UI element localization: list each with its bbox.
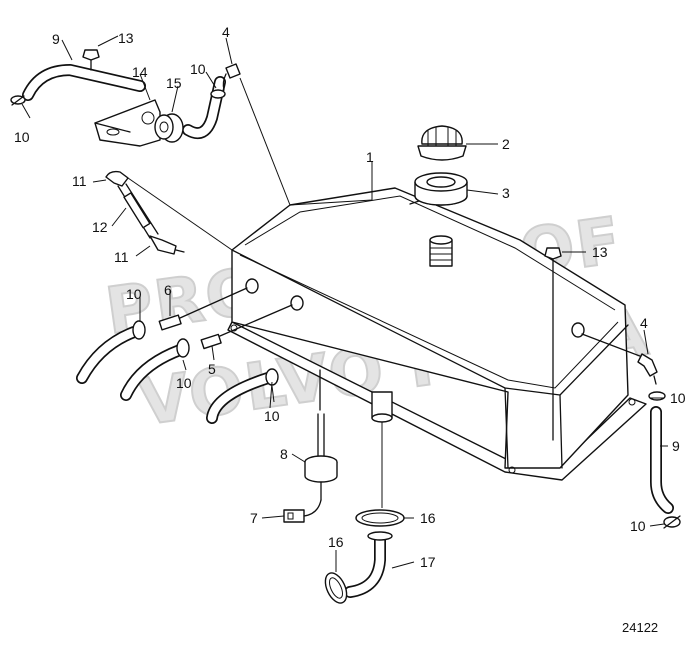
hose-clamp [210,89,226,99]
callout-10-right1: 10 [670,390,686,406]
base-hole [508,466,516,474]
vent-hose-top [22,64,226,139]
tank-port [571,322,585,338]
mounting-bracket [94,99,161,147]
filler-cap [417,125,467,161]
callout-7: 7 [250,510,258,526]
fuel-line-assembly [105,170,185,255]
callout-13-right: 13 [592,244,608,260]
callout-11-bottom: 11 [114,249,129,265]
hose-nipple-5 [200,304,293,350]
callout-9-top: 9 [52,31,60,47]
callout-16-left: 16 [328,534,344,550]
callout-4-right: 4 [640,315,648,331]
callout-17: 17 [420,554,436,570]
callout-4-top: 4 [222,24,230,40]
hose-clamp [10,95,26,106]
callout-9-right: 9 [672,438,680,454]
fuel-tank [227,187,647,481]
callout-10-left3: 10 [264,408,280,424]
callout-15: 15 [166,75,182,91]
return-hose-1 [76,326,140,384]
callout-10-left2: 10 [176,375,192,391]
callout-6: 6 [164,282,172,298]
hose-clamp-16-bottom [324,572,348,604]
elbow-fitting-top [222,63,241,91]
vent-hose-right [650,406,674,514]
hose-clamp [132,320,146,340]
drain-elbow-hose [344,531,393,598]
callout-5: 5 [208,361,216,377]
callout-16-right: 16 [420,510,436,526]
leader-lines [21,35,668,572]
filler-gasket-ring [414,172,468,206]
hose-clamp [648,391,666,401]
return-hose-3 [206,372,274,424]
fuel-level-sender [304,413,338,501]
hose-clamp [176,338,190,358]
callout-3: 3 [502,185,510,201]
tank-base-plate [227,321,647,481]
bolt-top [82,49,100,71]
sender-connector [283,499,322,523]
callout-11-top: 11 [72,173,87,189]
callout-14: 14 [132,64,148,80]
callout-12: 12 [92,219,108,235]
hose-nipple-6 [158,287,248,331]
tank-port [245,278,259,294]
rubber-spacer [154,113,184,143]
bolt-right [544,247,562,441]
base-hole [628,398,636,406]
callout-2: 2 [502,136,510,152]
callout-1: 1 [366,149,374,165]
elbow-fitting-right [581,333,658,385]
filler-neck [429,235,453,267]
callout-10-left1: 10 [126,286,142,302]
tank-port [290,295,304,311]
callout-10-top: 10 [190,61,206,77]
tank-drain-pipe [371,391,393,423]
figure-code: 24122 [622,620,658,635]
hose-clamp-16-top [355,509,405,527]
callout-13-top: 13 [118,30,134,46]
callout-8: 8 [280,446,288,462]
hose-clamp [663,515,681,529]
tank-body [231,187,629,469]
return-hose-2 [120,344,186,401]
callout-10-topleft: 10 [14,129,30,145]
callout-10-right2: 10 [630,518,646,534]
callout-labels: 9 13 4 14 15 10 10 2 1 3 11 12 11 13 10 … [14,24,686,570]
